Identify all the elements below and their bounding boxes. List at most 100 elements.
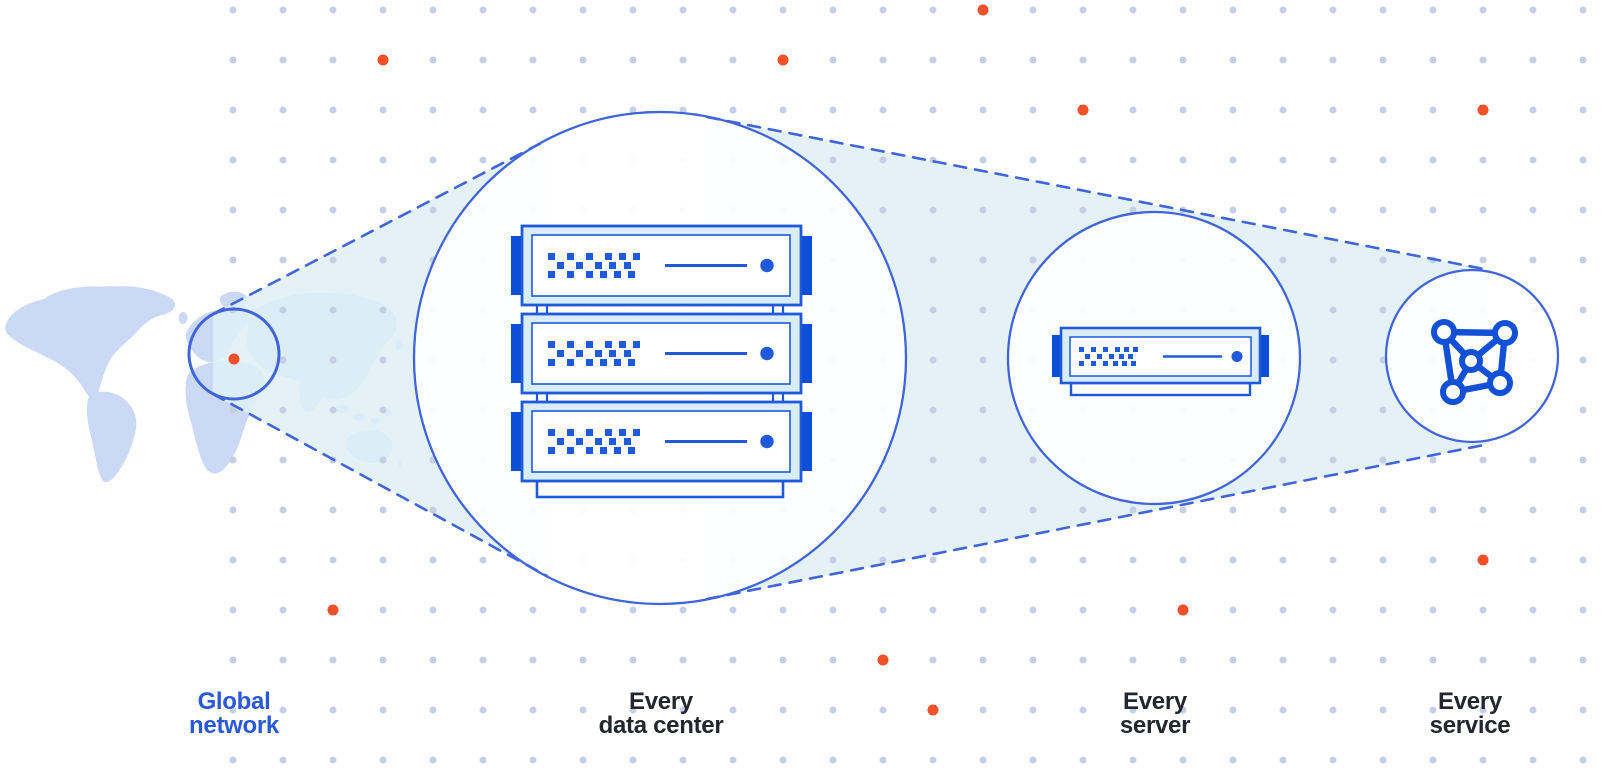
grid-dot	[1229, 706, 1237, 714]
grid-dot	[779, 106, 787, 114]
grid-dot	[729, 56, 737, 64]
grid-dot	[929, 506, 937, 514]
grid-dot	[379, 406, 387, 414]
grid-dot	[1179, 106, 1187, 114]
grid-dot	[1329, 656, 1337, 664]
grid-dot	[1429, 556, 1437, 564]
grid-dot	[1529, 656, 1537, 664]
grid-dot	[1479, 506, 1487, 514]
mesh-node	[1492, 320, 1518, 346]
service-circle	[1384, 268, 1560, 444]
island-uk	[178, 312, 188, 324]
server-unit-3	[511, 400, 812, 483]
dashed-line-upper-right	[705, 115, 1491, 272]
grid-dot	[629, 656, 637, 664]
grid-dot	[379, 306, 387, 314]
grid-dot	[679, 6, 687, 14]
grid-dot	[1379, 256, 1387, 264]
grid-dot	[229, 706, 237, 714]
grid-dot	[1179, 556, 1187, 564]
grid-dot	[1079, 656, 1087, 664]
grid-dot	[429, 656, 437, 664]
grid-dot	[1029, 556, 1037, 564]
grid-dot	[279, 556, 287, 564]
grid-dot	[1029, 756, 1037, 764]
label-line: service	[1429, 712, 1511, 739]
grid-dot	[1029, 106, 1037, 114]
grid-dot	[329, 506, 337, 514]
grid-dot	[779, 706, 787, 714]
label-line: network	[189, 712, 279, 739]
grid-dot	[579, 656, 587, 664]
grid-dot	[1029, 206, 1037, 214]
dashed-line-lower-right	[705, 442, 1491, 601]
grid-dot	[1579, 256, 1587, 264]
grid-dot	[429, 206, 437, 214]
grid-dot	[1229, 606, 1237, 614]
grid-dot	[1329, 106, 1337, 114]
dashed-line-lower-left	[211, 392, 549, 578]
grid-dot	[1079, 756, 1087, 764]
grid-dot	[1579, 56, 1587, 64]
grid-dot	[979, 106, 987, 114]
grid-dot	[1079, 156, 1087, 164]
grid-dot	[1329, 456, 1337, 464]
grid-dot	[329, 656, 337, 664]
label-line: Global	[197, 688, 271, 715]
grid-dot	[929, 606, 937, 614]
grid-dot	[879, 106, 887, 114]
grid-dot	[1229, 556, 1237, 564]
grid-dot	[1279, 106, 1287, 114]
grid-dot	[679, 656, 687, 664]
grid-dot	[1579, 656, 1587, 664]
grid-dot	[1529, 556, 1537, 564]
grid-dot	[1379, 6, 1387, 14]
grid-dot	[529, 756, 537, 764]
mesh-node	[1487, 370, 1513, 396]
grid-dot	[1279, 556, 1287, 564]
grid-dot	[1229, 756, 1237, 764]
grid-dot	[779, 756, 787, 764]
accent-orange-dot	[1177, 604, 1189, 616]
grid-dot	[1229, 106, 1237, 114]
grid-dot	[429, 606, 437, 614]
grid-dot	[979, 406, 987, 414]
grid-dot	[1129, 506, 1137, 514]
server-ear-right	[1258, 335, 1269, 377]
grid-dot	[1279, 56, 1287, 64]
grid-dot	[1329, 306, 1337, 314]
grid-dot	[1179, 56, 1187, 64]
grid-dot	[1179, 656, 1187, 664]
grid-dot	[979, 756, 987, 764]
grid-dot	[1129, 6, 1137, 14]
grid-dot	[729, 606, 737, 614]
grid-dot	[979, 606, 987, 614]
grid-dot	[1029, 656, 1037, 664]
grid-dot	[929, 206, 937, 214]
grid-dot	[1079, 556, 1087, 564]
grid-dot	[379, 456, 387, 464]
grid-dot	[879, 606, 887, 614]
grid-dot	[579, 706, 587, 714]
grid-dot	[1379, 206, 1387, 214]
grid-dot	[829, 706, 837, 714]
grid-dot	[1329, 256, 1337, 264]
grid-dot	[1529, 206, 1537, 214]
grid-dot	[1379, 156, 1387, 164]
grid-dot	[279, 106, 287, 114]
grid-dot	[279, 406, 287, 414]
grid-dot	[379, 206, 387, 214]
grid-dot	[379, 106, 387, 114]
grid-dot	[1079, 56, 1087, 64]
grid-dot	[329, 306, 337, 314]
grid-dot	[1029, 156, 1037, 164]
accent-orange-dot	[1477, 104, 1489, 116]
grid-dot	[979, 556, 987, 564]
grid-dot	[1429, 656, 1437, 664]
grid-dot	[1329, 406, 1337, 414]
grid-dot	[1579, 706, 1587, 714]
label-line: Every	[1438, 688, 1502, 715]
grid-dot	[1579, 356, 1587, 364]
grid-dot	[429, 56, 437, 64]
